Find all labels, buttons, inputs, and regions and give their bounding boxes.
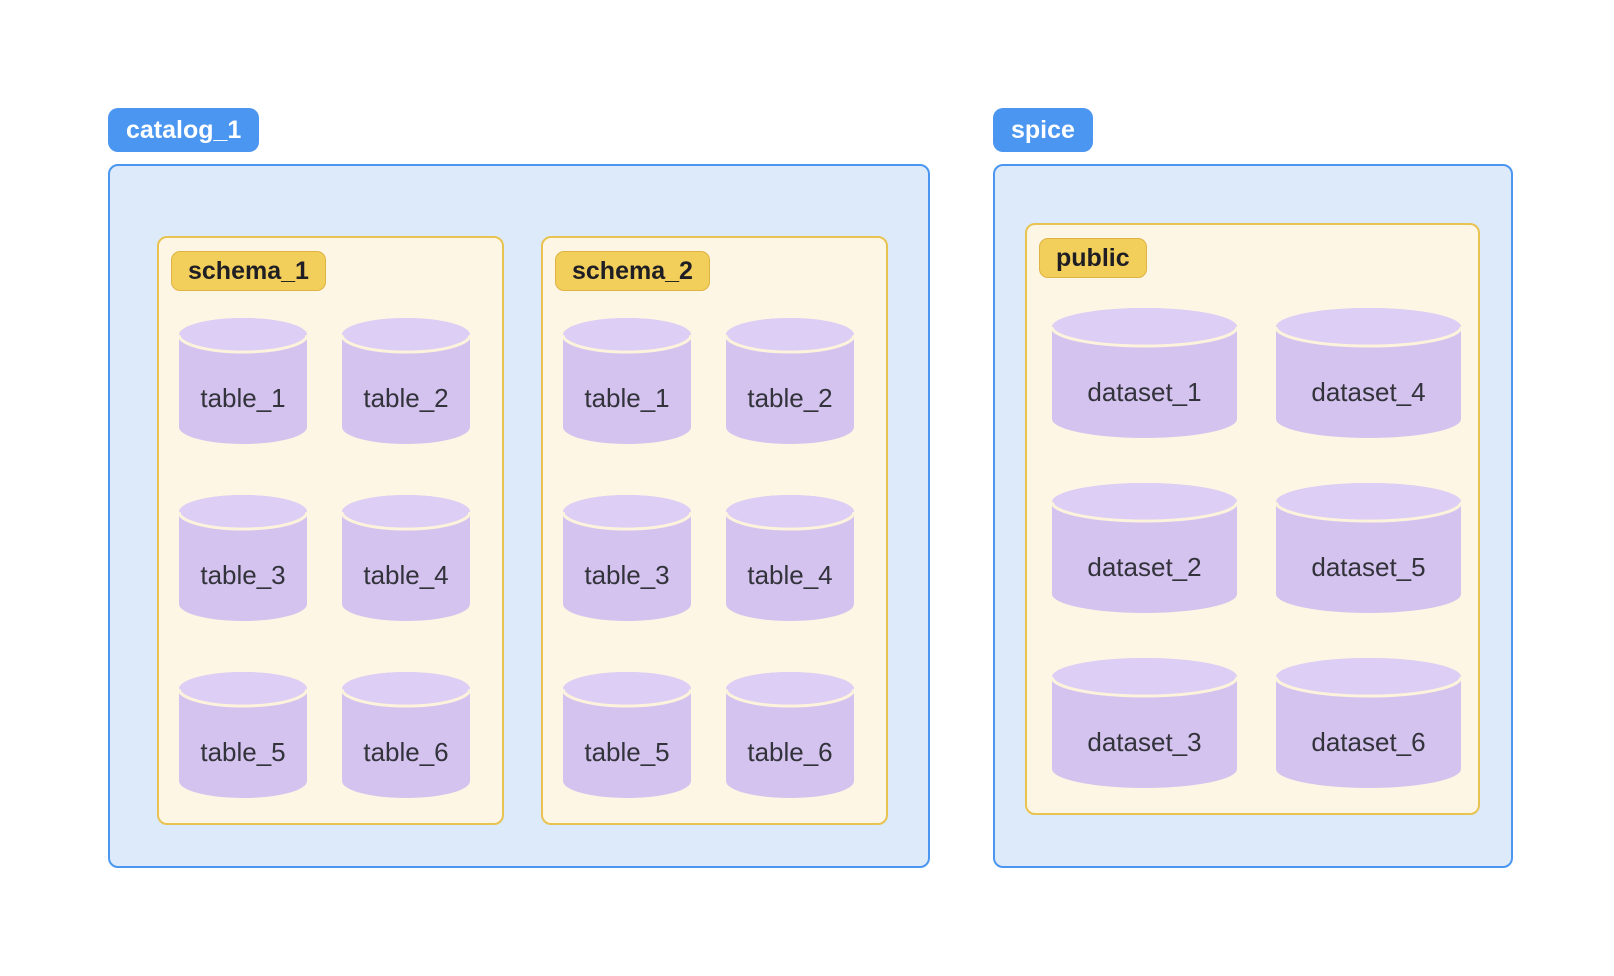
table-label: table_6	[747, 736, 833, 767]
database-cylinder-icon	[342, 672, 470, 798]
dataset-label: dataset_4	[1311, 376, 1426, 407]
schema-panel-2: schema_2 table_1 table_2	[541, 236, 888, 825]
dataset-label: dataset_2	[1087, 551, 1202, 582]
public-dataset-grid: dataset_1 dataset_4 da	[1052, 308, 1461, 788]
schema-1-badge: schema_1	[171, 251, 326, 291]
database-cylinder-icon	[1276, 658, 1461, 788]
spice-badge: spice	[993, 108, 1093, 152]
database-cylinder-icon	[1276, 483, 1461, 613]
dataset-label: dataset_1	[1087, 376, 1202, 407]
database-cylinder-icon	[179, 495, 307, 621]
table-label: table_2	[363, 382, 449, 413]
table-label: table_1	[200, 382, 286, 413]
database-cylinder-icon	[563, 672, 691, 798]
table-cylinder: table_3	[563, 495, 691, 621]
table-cylinder: table_1	[563, 318, 691, 444]
catalog-container: schema_1 table_1 table_2	[108, 164, 930, 868]
table-label: table_5	[200, 736, 286, 767]
table-cylinder: table_3	[179, 495, 307, 621]
table-label: table_2	[747, 382, 833, 413]
database-cylinder-icon	[1052, 483, 1237, 613]
table-label: table_3	[200, 559, 286, 590]
database-cylinder-icon	[726, 672, 854, 798]
database-cylinder-icon	[342, 318, 470, 444]
dataset-cylinder: dataset_6	[1276, 658, 1461, 788]
database-cylinder-icon	[179, 672, 307, 798]
public-badge: public	[1039, 238, 1147, 278]
table-cylinder: table_4	[726, 495, 854, 621]
database-cylinder-icon	[1052, 308, 1237, 438]
dataset-cylinder: dataset_2	[1052, 483, 1237, 613]
database-cylinder-icon	[726, 495, 854, 621]
table-cylinder: table_5	[563, 672, 691, 798]
database-cylinder-icon	[179, 318, 307, 444]
spice-container: public dataset_1 dataset	[993, 164, 1513, 868]
dataset-cylinder: dataset_4	[1276, 308, 1461, 438]
database-cylinder-icon	[563, 318, 691, 444]
table-label: table_6	[363, 736, 449, 767]
table-cylinder: table_6	[726, 672, 854, 798]
database-cylinder-icon	[1276, 308, 1461, 438]
dataset-label: dataset_3	[1087, 726, 1202, 757]
database-cylinder-icon	[726, 318, 854, 444]
dataset-label: dataset_5	[1311, 551, 1426, 582]
table-label: table_1	[584, 382, 670, 413]
schema-1-table-grid: table_1 table_2 table_	[179, 318, 470, 798]
table-cylinder: table_4	[342, 495, 470, 621]
dataset-label: dataset_6	[1311, 726, 1426, 757]
table-cylinder: table_5	[179, 672, 307, 798]
table-label: table_4	[747, 559, 833, 590]
dataset-cylinder: dataset_1	[1052, 308, 1237, 438]
table-label: table_3	[584, 559, 670, 590]
catalog-badge: catalog_1	[108, 108, 260, 152]
table-cylinder: table_6	[342, 672, 470, 798]
dataset-cylinder: dataset_5	[1276, 483, 1461, 613]
table-cylinder: table_2	[342, 318, 470, 444]
table-label: table_4	[363, 559, 449, 590]
table-cylinder: table_2	[726, 318, 854, 444]
database-cylinder-icon	[342, 495, 470, 621]
schema-2-table-grid: table_1 table_2 table_	[563, 318, 854, 798]
database-cylinder-icon	[563, 495, 691, 621]
schema-2-badge: schema_2	[555, 251, 710, 291]
dataset-cylinder: dataset_3	[1052, 658, 1237, 788]
public-schema-panel: public dataset_1 dataset	[1025, 223, 1480, 815]
table-label: table_5	[584, 736, 670, 767]
database-cylinder-icon	[1052, 658, 1237, 788]
schema-panel-1: schema_1 table_1 table_2	[157, 236, 504, 825]
table-cylinder: table_1	[179, 318, 307, 444]
